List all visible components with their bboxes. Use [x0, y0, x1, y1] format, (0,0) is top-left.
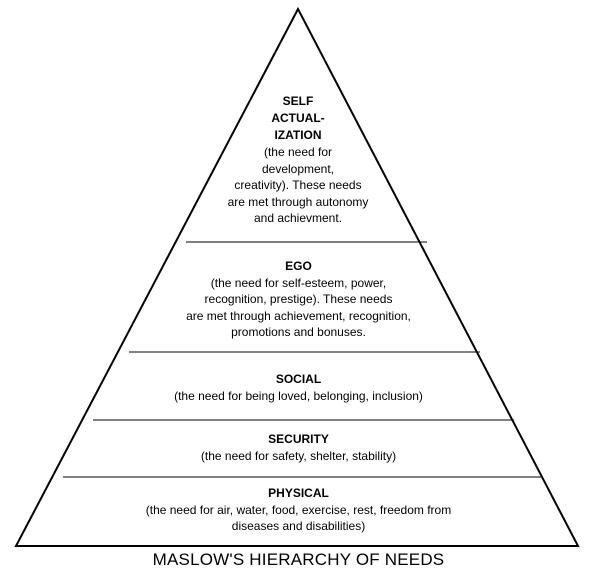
- tier-self-description: (the need for development, creativity). …: [227, 145, 369, 225]
- tier-security-title: SECURITY: [268, 432, 329, 446]
- tier-social: SOCIAL (the need for being loved, belong…: [60, 371, 537, 404]
- pyramid-outline: [14, 6, 580, 547]
- tier-self-title: SELF ACTUAL- IZATION: [271, 94, 325, 142]
- tier-ego-title: EGO: [285, 259, 312, 273]
- tier-self-actualization: SELF ACTUAL- IZATION (the need for devel…: [188, 93, 408, 227]
- tier-social-description: (the need for being loved, belonging, in…: [174, 388, 423, 403]
- tier-ego-description: (the need for self-esteem, power, recogn…: [186, 275, 411, 340]
- tier-physical: PHYSICAL (the need for air, water, food,…: [60, 485, 537, 535]
- tier-physical-description: (the need for air, water, food, exercise…: [145, 502, 452, 534]
- diagram-caption: MASLOW'S HIERARCHY OF NEEDS: [152, 550, 445, 569]
- tier-physical-title: PHYSICAL: [268, 486, 329, 500]
- tier-security: SECURITY (the need for safety, shelter, …: [60, 431, 537, 464]
- tier-security-description: (the need for safety, shelter, stability…: [200, 448, 397, 463]
- tier-ego: EGO (the need for self-esteem, power, re…: [120, 258, 477, 341]
- tier-social-title: SOCIAL: [275, 372, 322, 386]
